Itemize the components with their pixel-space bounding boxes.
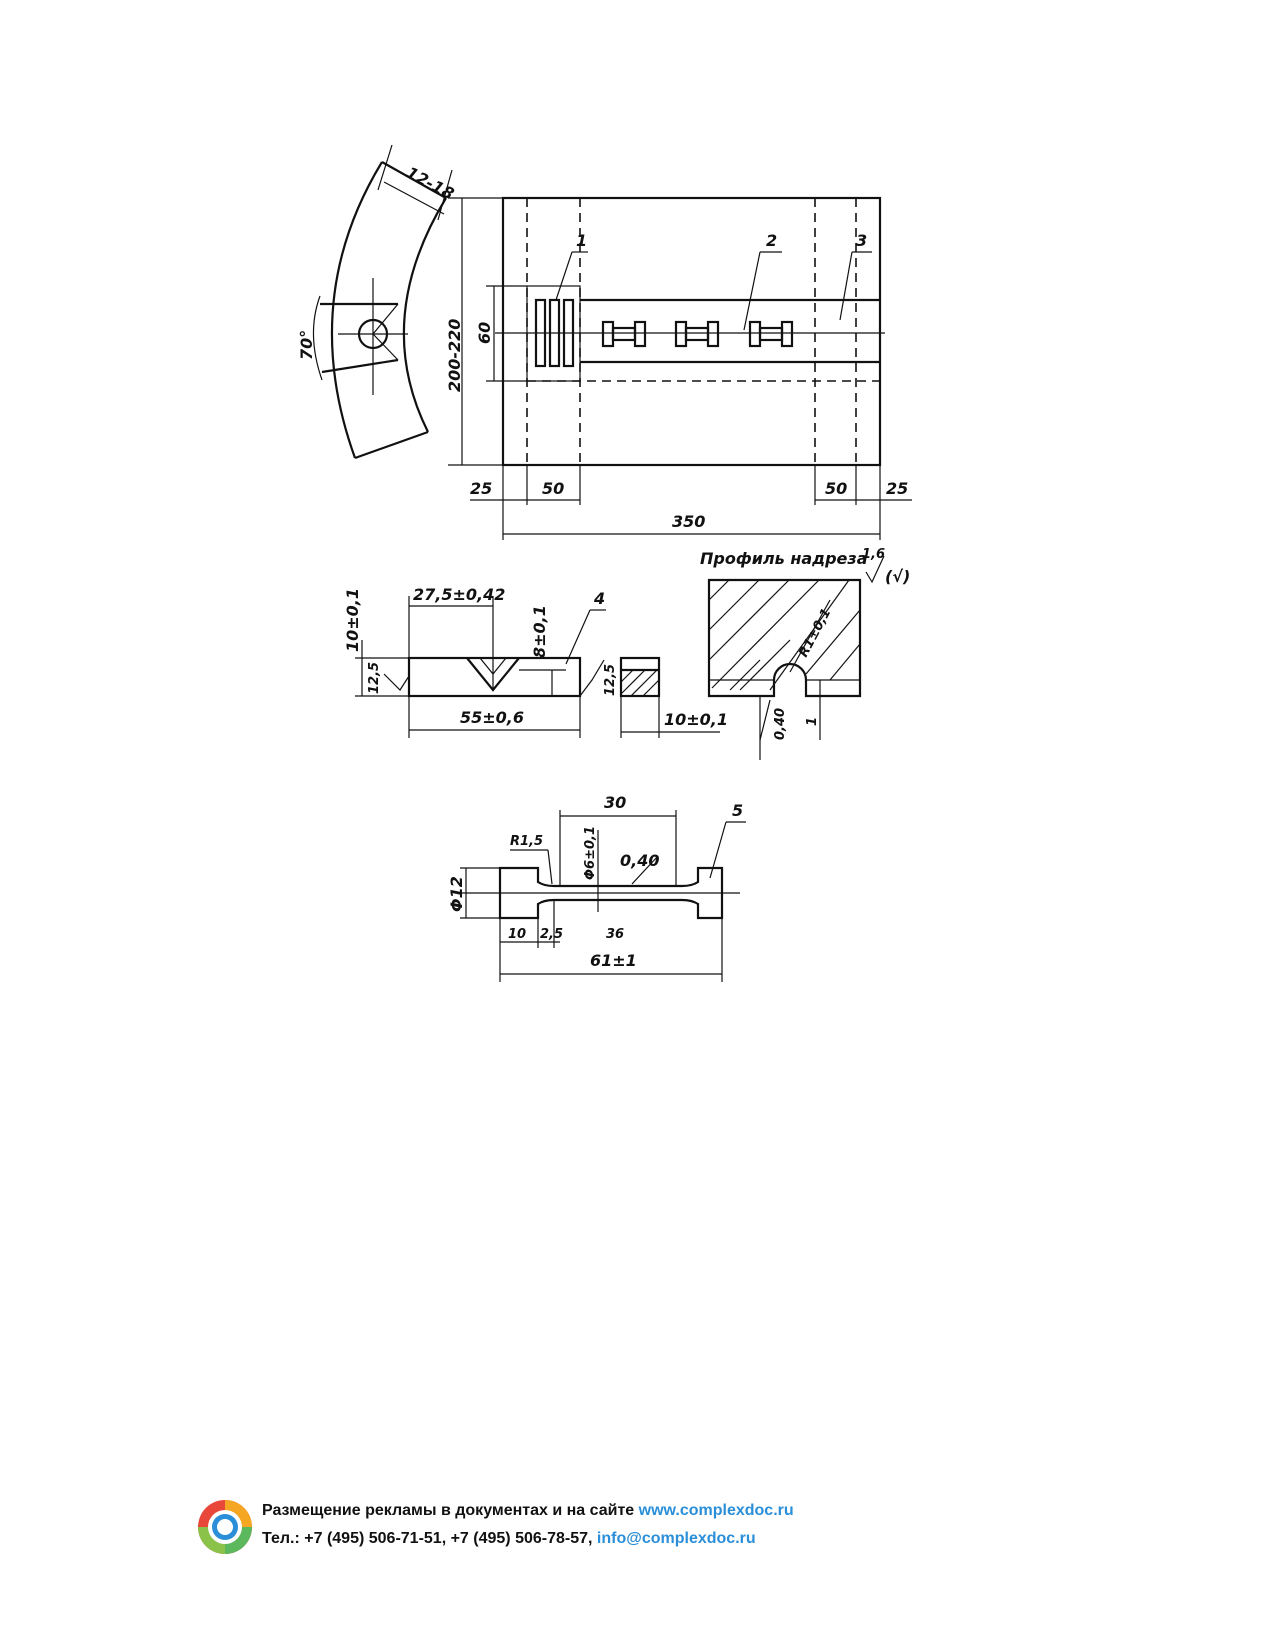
ad-line-2: Тел.: +7 (495) 506-71-51, +7 (495) 506-7… bbox=[262, 1530, 756, 1548]
specimen-1-strip bbox=[548, 298, 561, 368]
tensile-gauge-label: 30 bbox=[604, 793, 626, 812]
notch-depth-label: 8±0,1 bbox=[530, 605, 549, 658]
reduced-len-label: 36 bbox=[606, 927, 624, 942]
band-label: 60 bbox=[475, 322, 494, 344]
plate-plan-view: 1 2 3 200-220 60 25 50 50 25 350 bbox=[445, 196, 912, 540]
rough-left-label: 12,5 bbox=[367, 662, 382, 694]
notch-position-label: 27,5±0,42 bbox=[413, 585, 505, 604]
specimen-1-strip bbox=[562, 298, 575, 368]
notch-profile-view: Профиль надреза 1,6 (√) R1±0,1 0,40 1 bbox=[700, 547, 910, 760]
callout-3: 3 bbox=[856, 231, 867, 250]
charpy-section-view: 10±0,1 bbox=[619, 656, 728, 738]
callout-1: 1 bbox=[576, 231, 587, 250]
ad-text-2: Тел.: +7 (495) 506-71-51, +7 (495) 506-7… bbox=[262, 1530, 597, 1547]
neck-dia-label: Φ6±0,1 bbox=[583, 826, 598, 880]
specimen-1-strip bbox=[534, 298, 547, 368]
charpy-height-label: 10±0,1 bbox=[343, 588, 362, 652]
length-label: 350 bbox=[672, 512, 705, 531]
notch-rough-label: 0,40 bbox=[773, 708, 788, 740]
site-link[interactable]: www.complexdoc.ru bbox=[638, 1502, 794, 1519]
head-dia-label: Φ12 bbox=[447, 876, 466, 912]
angle-label: 70° bbox=[297, 330, 316, 360]
pipe-inner-arc bbox=[402, 197, 447, 433]
fillet-len-label: 2,5 bbox=[540, 927, 563, 942]
height-label: 200-220 bbox=[445, 319, 464, 392]
charpy-bar bbox=[407, 656, 582, 698]
left-margin-label: 25 bbox=[470, 479, 492, 498]
callout-5: 5 bbox=[732, 801, 743, 820]
hatching bbox=[708, 579, 861, 691]
ad-text-1: Размещение рекламы в документах и на сай… bbox=[262, 1502, 639, 1519]
technical-drawing: 12-18 70° bbox=[297, 144, 912, 982]
profile-title: Профиль надреза bbox=[700, 549, 868, 568]
ad-line-1: Размещение рекламы в документах и на сай… bbox=[262, 1502, 794, 1520]
specimen-2-blank bbox=[674, 320, 720, 348]
right-zone-label: 50 bbox=[825, 479, 847, 498]
pipe-segment-view: 12-18 70° bbox=[297, 144, 457, 460]
notch-one-label: 1 bbox=[805, 717, 820, 726]
notch-radius-label: R1±0,1 bbox=[796, 606, 834, 660]
complexdoc-logo bbox=[198, 1500, 252, 1554]
head-len-label: 10 bbox=[508, 927, 526, 942]
left-zone-label: 50 bbox=[542, 479, 564, 498]
rough-right-label: 12,5 bbox=[603, 664, 618, 696]
advertisement-footer: Размещение рекламы в документах и на сай… bbox=[196, 1498, 916, 1568]
pipe-outer-arc bbox=[330, 161, 383, 459]
plate-outline bbox=[501, 196, 882, 467]
roughness-label: 1,6 bbox=[862, 547, 885, 562]
tensile-specimen-view: Φ12 30 R1,5 Φ6±0,1 0,40 5 10 2,5 36 61±1 bbox=[447, 793, 746, 982]
pipe-top-edge bbox=[381, 161, 447, 199]
charpy-length-label: 55±0,6 bbox=[460, 708, 524, 727]
roughness-v-label: (√) bbox=[885, 567, 910, 586]
total-len-label: 61±1 bbox=[590, 951, 637, 970]
section-width-label: 10±0,1 bbox=[664, 710, 728, 729]
email-link[interactable]: info@complexdoc.ru bbox=[596, 1530, 756, 1547]
right-margin-label: 25 bbox=[886, 479, 908, 498]
pipe-bottom-edge bbox=[354, 430, 429, 460]
callout-2: 2 bbox=[766, 231, 777, 250]
specimen-2-blank bbox=[601, 320, 647, 348]
charpy-specimen-view: 27,5±0,42 10±0,1 12,5 8±0,1 4 12,5 55±0,… bbox=[343, 585, 618, 738]
neck-rough-label: 0,40 bbox=[620, 851, 659, 870]
specimen-2-blank bbox=[748, 320, 794, 348]
section-square bbox=[619, 656, 661, 698]
callout-4: 4 bbox=[593, 589, 605, 608]
fillet-label: R1,5 bbox=[510, 834, 543, 849]
